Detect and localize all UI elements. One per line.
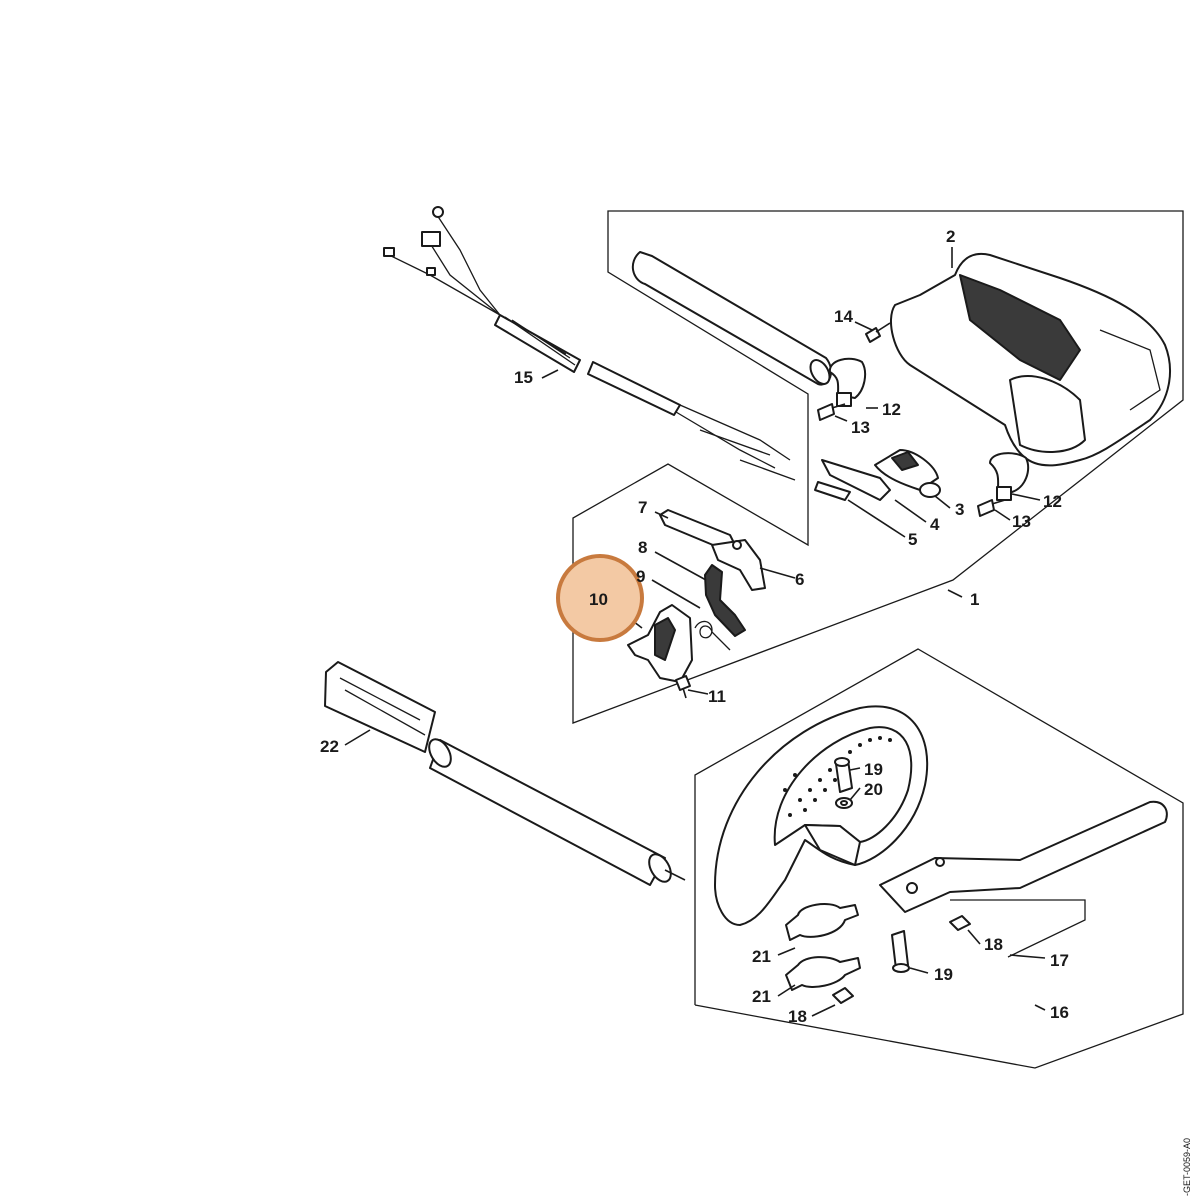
clamp-half-21-lower xyxy=(785,956,861,991)
callout-19-upper: 19 xyxy=(864,760,883,779)
callout-5: 5 xyxy=(908,530,917,549)
bolt-19-upper xyxy=(834,757,853,793)
assembly-frame-1 xyxy=(572,210,1184,724)
torsion-spring-9 xyxy=(694,620,731,651)
callout-17: 17 xyxy=(1050,951,1069,970)
screw-11 xyxy=(675,675,691,699)
contact-spring-4 xyxy=(821,459,891,501)
callout-1: 1 xyxy=(970,590,979,609)
callout-13-lower: 13 xyxy=(1012,512,1031,531)
callout-19-lower: 19 xyxy=(934,965,953,984)
callout-16: 16 xyxy=(1050,1003,1069,1022)
callout-14: 14 xyxy=(834,307,853,326)
callout-15: 15 xyxy=(514,368,533,387)
barrier-bar xyxy=(879,800,1168,913)
highlight-circle xyxy=(556,554,644,642)
assembly-frame-16 xyxy=(694,648,1184,1069)
callout-18-lower: 18 xyxy=(788,1007,807,1026)
callout-12-lower: 12 xyxy=(1043,492,1062,511)
washer-20 xyxy=(835,797,853,809)
callout-2: 2 xyxy=(946,227,955,246)
nut-18-upper xyxy=(949,915,971,931)
throttle-lock-6 xyxy=(711,539,766,591)
bracket-17 xyxy=(950,899,1086,958)
nut-18-lower xyxy=(832,987,854,1004)
clamp-12-lower xyxy=(989,452,1030,501)
screw-13-upper xyxy=(817,403,846,421)
callout-18-upper: 18 xyxy=(984,935,1003,954)
callout-9: 9 xyxy=(636,567,645,586)
drawing-code: -GET-0059-A0 xyxy=(1182,1138,1192,1196)
callout-7: 7 xyxy=(638,498,647,517)
bolt-19-lower xyxy=(891,930,910,973)
wiring-harness xyxy=(383,206,796,481)
leader-lines xyxy=(344,247,1046,1017)
clamp-half-21-upper xyxy=(785,903,859,941)
screw-14 xyxy=(865,322,891,343)
callout-3: 3 xyxy=(955,500,964,519)
callout-20: 20 xyxy=(864,780,883,799)
tube-22 xyxy=(324,661,686,886)
callout-8: 8 xyxy=(638,538,647,557)
clamp-12-upper xyxy=(828,357,867,407)
callout-11: 11 xyxy=(708,687,726,706)
callout-6: 6 xyxy=(795,570,804,589)
throttle-trigger-8 xyxy=(704,564,746,637)
callout-22: 22 xyxy=(320,737,339,756)
callout-21-lower: 21 xyxy=(752,987,771,1006)
callout-13-upper: 13 xyxy=(851,418,870,437)
slide-switch xyxy=(874,449,941,498)
callout-21-upper: 21 xyxy=(752,947,771,966)
callout-10: 10 xyxy=(589,590,608,609)
handle-housing-10 xyxy=(627,604,693,683)
callout-12-upper: 12 xyxy=(882,400,901,419)
contact-spring-5 xyxy=(814,481,851,501)
rear-handle xyxy=(890,252,1171,467)
callout-4: 4 xyxy=(930,515,940,534)
screw-13-lower xyxy=(977,499,1006,517)
handle-tube xyxy=(631,251,833,386)
